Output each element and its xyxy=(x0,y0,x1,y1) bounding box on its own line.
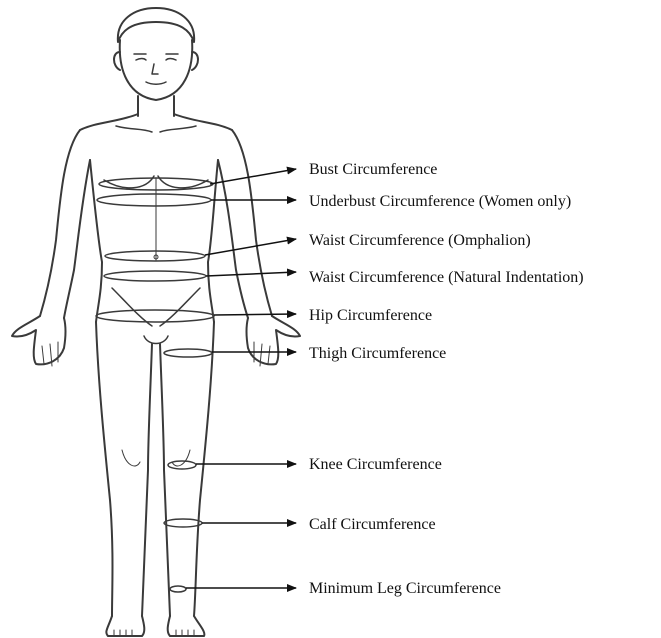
min-leg-ellipse xyxy=(170,586,186,592)
hip-ellipse xyxy=(96,310,214,322)
underbust-ellipse xyxy=(97,194,211,206)
waist-natural-ellipse xyxy=(104,271,206,281)
underbust-label: Underbust Circumference (Women only) xyxy=(309,193,571,211)
leader-lines xyxy=(186,169,296,588)
waist-natural-label: Waist Circumference (Natural Indentation… xyxy=(309,269,584,287)
knee-label: Knee Circumference xyxy=(309,456,442,474)
waist-omphalion-leader xyxy=(205,239,296,255)
calf-label: Calf Circumference xyxy=(309,516,436,534)
calf-ellipse xyxy=(164,519,202,527)
waist-natural-leader xyxy=(206,272,296,276)
measurement-ellipses xyxy=(96,178,214,592)
waist-omphalion-label: Waist Circumference (Omphalion) xyxy=(309,232,531,250)
bust-leader xyxy=(210,169,296,184)
thigh-label: Thigh Circumference xyxy=(309,345,446,363)
waist-omphalion-ellipse xyxy=(105,251,205,261)
bust-label: Bust Circumference xyxy=(309,161,437,179)
thigh-ellipse xyxy=(164,349,212,357)
knee-ellipse xyxy=(168,461,196,469)
min-leg-label: Minimum Leg Circumference xyxy=(309,580,501,598)
hip-label: Hip Circumference xyxy=(309,307,432,325)
hip-leader xyxy=(214,314,296,315)
